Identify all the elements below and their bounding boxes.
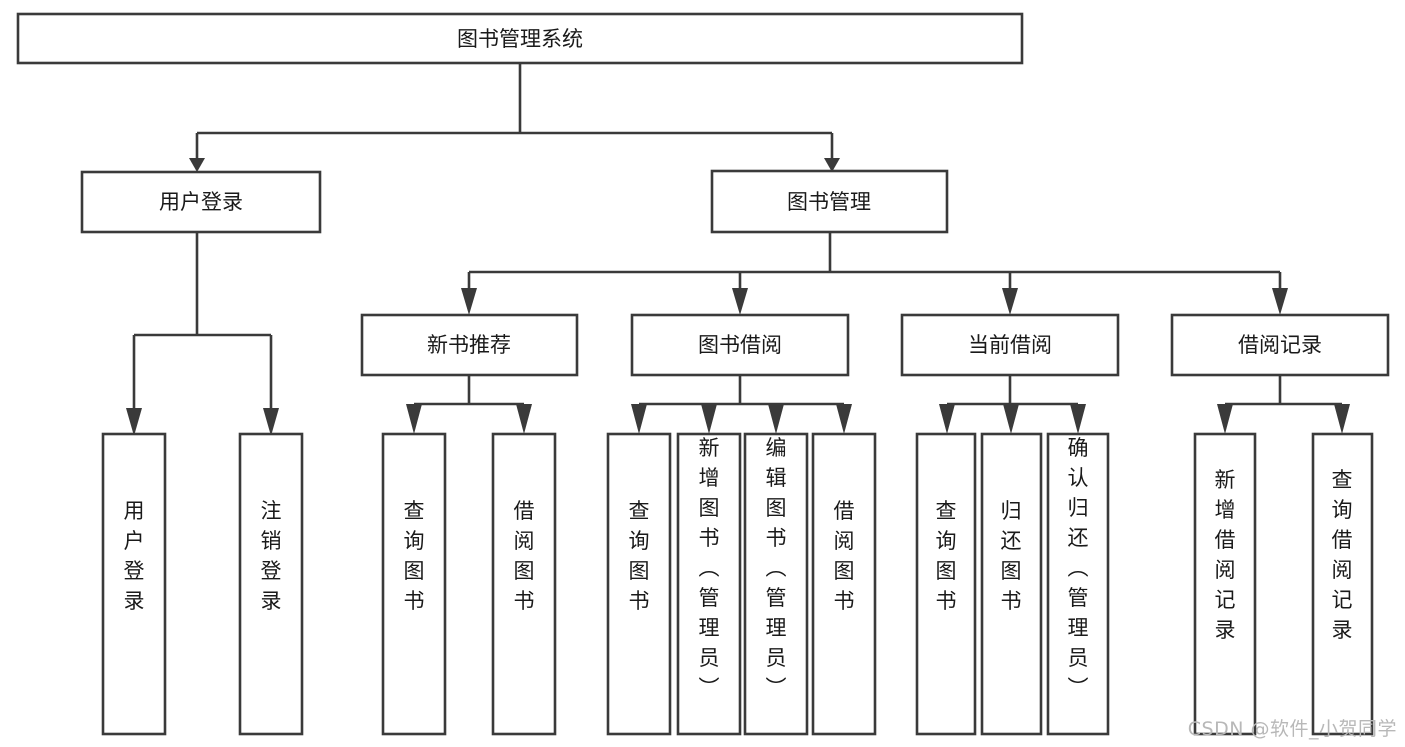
leaf-user-login-1[interactable]: 用户登录 — [101, 432, 167, 736]
arrowhead-br-leaf1 — [1217, 404, 1233, 434]
leaf-book-borrow-4-label: 借阅图书 — [834, 499, 855, 613]
leaf-book-borrow-2-label: 新增图书︵管理员︶ — [699, 436, 720, 700]
arrowhead-cb-leaf3 — [1070, 404, 1086, 434]
leaf-new-book-1-label: 查询图书 — [404, 499, 425, 613]
leaf-new-book-2[interactable]: 借阅图书 — [491, 432, 557, 736]
node-new-book-recommend[interactable]: 新书推荐 — [360, 313, 579, 377]
arrowhead-book-borrow — [732, 288, 748, 315]
arrowhead-bb-leaf4 — [836, 404, 852, 434]
connector-layer — [126, 63, 1350, 436]
node-user-login-box[interactable] — [80, 170, 322, 234]
arrowhead-bb-leaf1 — [631, 404, 647, 434]
node-current-borrow-label: 当前借阅 — [968, 333, 1052, 357]
leaf-book-borrow-1-box[interactable] — [606, 432, 672, 736]
arrowhead-borrow-record — [1272, 288, 1288, 315]
leaf-book-borrow-3-label: 编辑图书︵管理员︶ — [766, 436, 787, 700]
arrowhead-nb-leaf2 — [516, 404, 532, 434]
arrowhead-new-book — [461, 288, 477, 315]
node-new-book-recommend-box[interactable] — [360, 313, 579, 377]
leaf-book-borrow-1[interactable]: 查询图书 — [606, 432, 672, 736]
arrowhead-book-mgmt — [824, 158, 840, 172]
leaf-user-login-2-label: 注销登录 — [261, 499, 282, 613]
node-user-login[interactable]: 用户登录 — [80, 170, 322, 234]
leaf-current-borrow-3-label: 确认归还︵管理员︶ — [1068, 436, 1089, 700]
node-borrow-record[interactable]: 借阅记录 — [1170, 313, 1390, 377]
leaf-user-login-1-box[interactable] — [101, 432, 167, 736]
arrowhead-leaf-user-login — [126, 408, 142, 436]
arrowhead-nb-leaf1 — [406, 404, 422, 434]
leaf-book-borrow-3[interactable]: 编辑图书︵管理员︶ — [743, 432, 809, 736]
arrowhead-cb-leaf2 — [1003, 404, 1019, 434]
arrowhead-bb-leaf2 — [701, 404, 717, 434]
leaf-new-book-1[interactable]: 查询图书 — [381, 432, 447, 736]
leaf-current-borrow-1-box[interactable] — [915, 432, 977, 736]
node-book-borrow[interactable]: 图书借阅 — [630, 313, 850, 377]
node-book-borrow-label: 图书借阅 — [698, 333, 782, 357]
leaf-borrow-record-2-box[interactable] — [1311, 432, 1374, 736]
node-book-management-label: 图书管理 — [787, 190, 871, 214]
leaf-book-borrow-4-box[interactable] — [811, 432, 877, 736]
leaf-borrow-record-2[interactable]: 查询借阅记录 — [1311, 432, 1374, 736]
leaf-book-borrow-4[interactable]: 借阅图书 — [811, 432, 877, 736]
leaf-new-book-2-box[interactable] — [491, 432, 557, 736]
leaf-borrow-record-2-label: 查询借阅记录 — [1332, 468, 1353, 642]
leaf-new-book-1-box[interactable] — [381, 432, 447, 736]
arrowhead-user-login — [189, 158, 205, 172]
leaf-book-borrow-1-label: 查询图书 — [629, 499, 650, 613]
node-root-label: 图书管理系统 — [457, 27, 583, 51]
node-book-borrow-box[interactable] — [630, 313, 850, 377]
leaf-user-login-1-label: 用户登录 — [124, 499, 145, 613]
leaf-current-borrow-1-label: 查询图书 — [936, 499, 957, 613]
leaf-book-borrow-2-box[interactable] — [676, 432, 742, 736]
arrowhead-bb-leaf3 — [768, 404, 784, 434]
node-borrow-record-label: 借阅记录 — [1238, 333, 1322, 357]
leaf-current-borrow-2-box[interactable] — [980, 432, 1043, 736]
leaf-current-borrow-1[interactable]: 查询图书 — [915, 432, 977, 736]
leaf-current-borrow-3-box[interactable] — [1046, 432, 1110, 736]
node-book-management-box[interactable] — [710, 169, 949, 234]
watermark: CSDN @软件_小贺同学 — [1187, 718, 1397, 740]
leaf-borrow-record-1-label: 新增借阅记录 — [1215, 468, 1236, 642]
leaf-user-login-2[interactable]: 注销登录 — [238, 432, 304, 736]
leaf-user-login-2-box[interactable] — [238, 432, 304, 736]
leaf-current-borrow-3[interactable]: 确认归还︵管理员︶ — [1046, 432, 1110, 736]
node-current-borrow-box[interactable] — [900, 313, 1120, 377]
node-user-login-label: 用户登录 — [159, 190, 243, 214]
leaf-current-borrow-2[interactable]: 归还图书 — [980, 432, 1043, 736]
node-current-borrow[interactable]: 当前借阅 — [900, 313, 1120, 377]
arrowhead-current-borrow — [1002, 288, 1018, 315]
leaf-book-borrow-2[interactable]: 新增图书︵管理员︶ — [676, 432, 742, 736]
leaf-new-book-2-label: 借阅图书 — [514, 499, 535, 613]
node-root-system[interactable]: 图书管理系统 — [16, 12, 1024, 65]
leaf-book-borrow-3-box[interactable] — [743, 432, 809, 736]
leaf-borrow-record-1-box[interactable] — [1193, 432, 1257, 736]
leaf-current-borrow-2-label: 归还图书 — [1001, 499, 1022, 613]
leaf-borrow-record-1[interactable]: 新增借阅记录 — [1193, 432, 1257, 736]
node-book-management[interactable]: 图书管理 — [710, 169, 949, 234]
node-root-box[interactable] — [16, 12, 1024, 65]
node-borrow-record-box[interactable] — [1170, 313, 1390, 377]
arrowhead-cb-leaf1 — [939, 404, 955, 434]
arrowhead-br-leaf2 — [1334, 404, 1350, 434]
node-new-book-recommend-label: 新书推荐 — [427, 333, 511, 357]
arrowhead-leaf-logout — [263, 408, 279, 436]
